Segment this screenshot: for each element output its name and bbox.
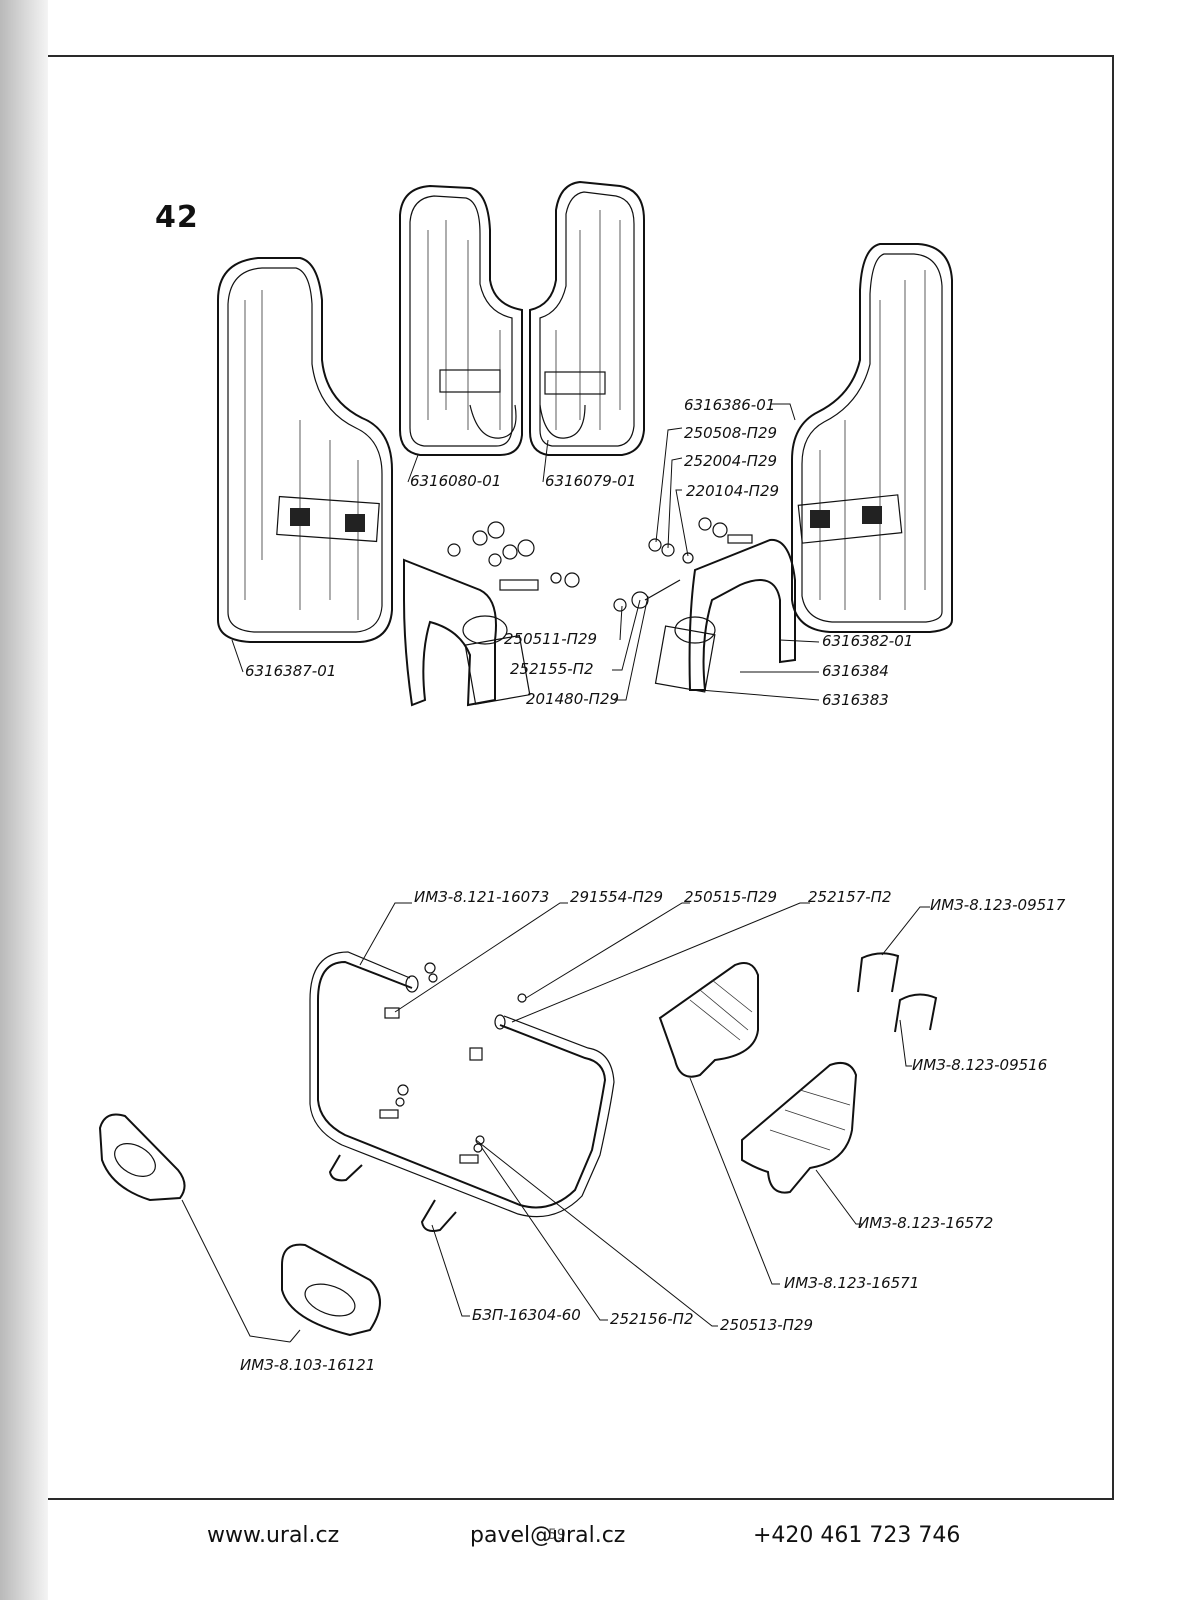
footrests-drawing bbox=[98, 1113, 381, 1337]
label-shield-left: 6316387-01 bbox=[245, 662, 336, 680]
label-bracket-b: 6316384 bbox=[822, 662, 889, 680]
label-bolt-b: 201480-П29 bbox=[526, 690, 619, 708]
shield-right-drawing bbox=[791, 243, 953, 633]
footer-email: pavel@ural.cz bbox=[470, 1523, 626, 1548]
label-u-bolt: БЗП-16304-60 bbox=[472, 1306, 581, 1324]
label-washer-e: 252157-П2 bbox=[808, 888, 892, 906]
label-pad-a: ИМЗ-8.123-16572 bbox=[858, 1214, 993, 1232]
page-frame bbox=[48, 55, 1114, 1500]
label-pad-b: ИМЗ-8.123-16571 bbox=[784, 1274, 919, 1292]
label-washer-a: 250508-П29 bbox=[684, 424, 777, 442]
label-clip-b: ИМЗ-8.123-09516 bbox=[912, 1056, 1047, 1074]
shield-center-right-drawing bbox=[529, 180, 645, 456]
bottom-leader-lines bbox=[181, 902, 930, 1343]
label-bracket-a: 6316382-01 bbox=[822, 632, 913, 650]
label-bolt-a: 252004-П29 bbox=[684, 452, 777, 470]
label-pin: 291554-П29 bbox=[570, 888, 663, 906]
label-shield-right: 6316386-01 bbox=[684, 396, 775, 414]
label-washer-f: 252156-П2 bbox=[610, 1310, 694, 1328]
label-shield-center-right: 6316079-01 bbox=[545, 472, 636, 490]
label-nut-a: 220104-П29 bbox=[686, 482, 779, 500]
knee-pads-drawing bbox=[658, 962, 858, 1194]
top-leader-lines bbox=[231, 403, 820, 701]
shield-left-drawing bbox=[217, 257, 393, 643]
shield-center-left-drawing bbox=[399, 184, 523, 456]
book-spine-shadow bbox=[0, 0, 48, 1600]
page-folio: 59 bbox=[548, 1527, 566, 1543]
label-shield-center-left: 6316080-01 bbox=[410, 472, 501, 490]
label-washer-b: 250511-П29 bbox=[504, 630, 597, 648]
footer-website: www.ural.cz bbox=[207, 1523, 340, 1548]
label-clip-a: ИМЗ-8.123-09517 bbox=[930, 896, 1066, 914]
bracket-right-drawing bbox=[613, 517, 796, 693]
label-frame: ИМЗ-8.121-16073 bbox=[414, 888, 549, 906]
crash-bar-drawing bbox=[309, 951, 615, 1218]
u-bolts-drawing bbox=[328, 1154, 457, 1232]
clips-drawing bbox=[857, 952, 938, 1033]
label-washer-c: 252155-П2 bbox=[510, 660, 594, 678]
label-washer-d: 250515-П29 bbox=[684, 888, 777, 906]
bracket-left-drawing bbox=[403, 521, 580, 707]
label-footrest: ИМЗ-8.103-16121 bbox=[240, 1356, 375, 1374]
footer-phone: +420 461 723 746 bbox=[753, 1523, 961, 1548]
figure-number: 42 bbox=[155, 200, 199, 235]
label-bracket-c: 6316383 bbox=[822, 691, 889, 709]
label-washer-g: 250513-П29 bbox=[720, 1316, 813, 1334]
